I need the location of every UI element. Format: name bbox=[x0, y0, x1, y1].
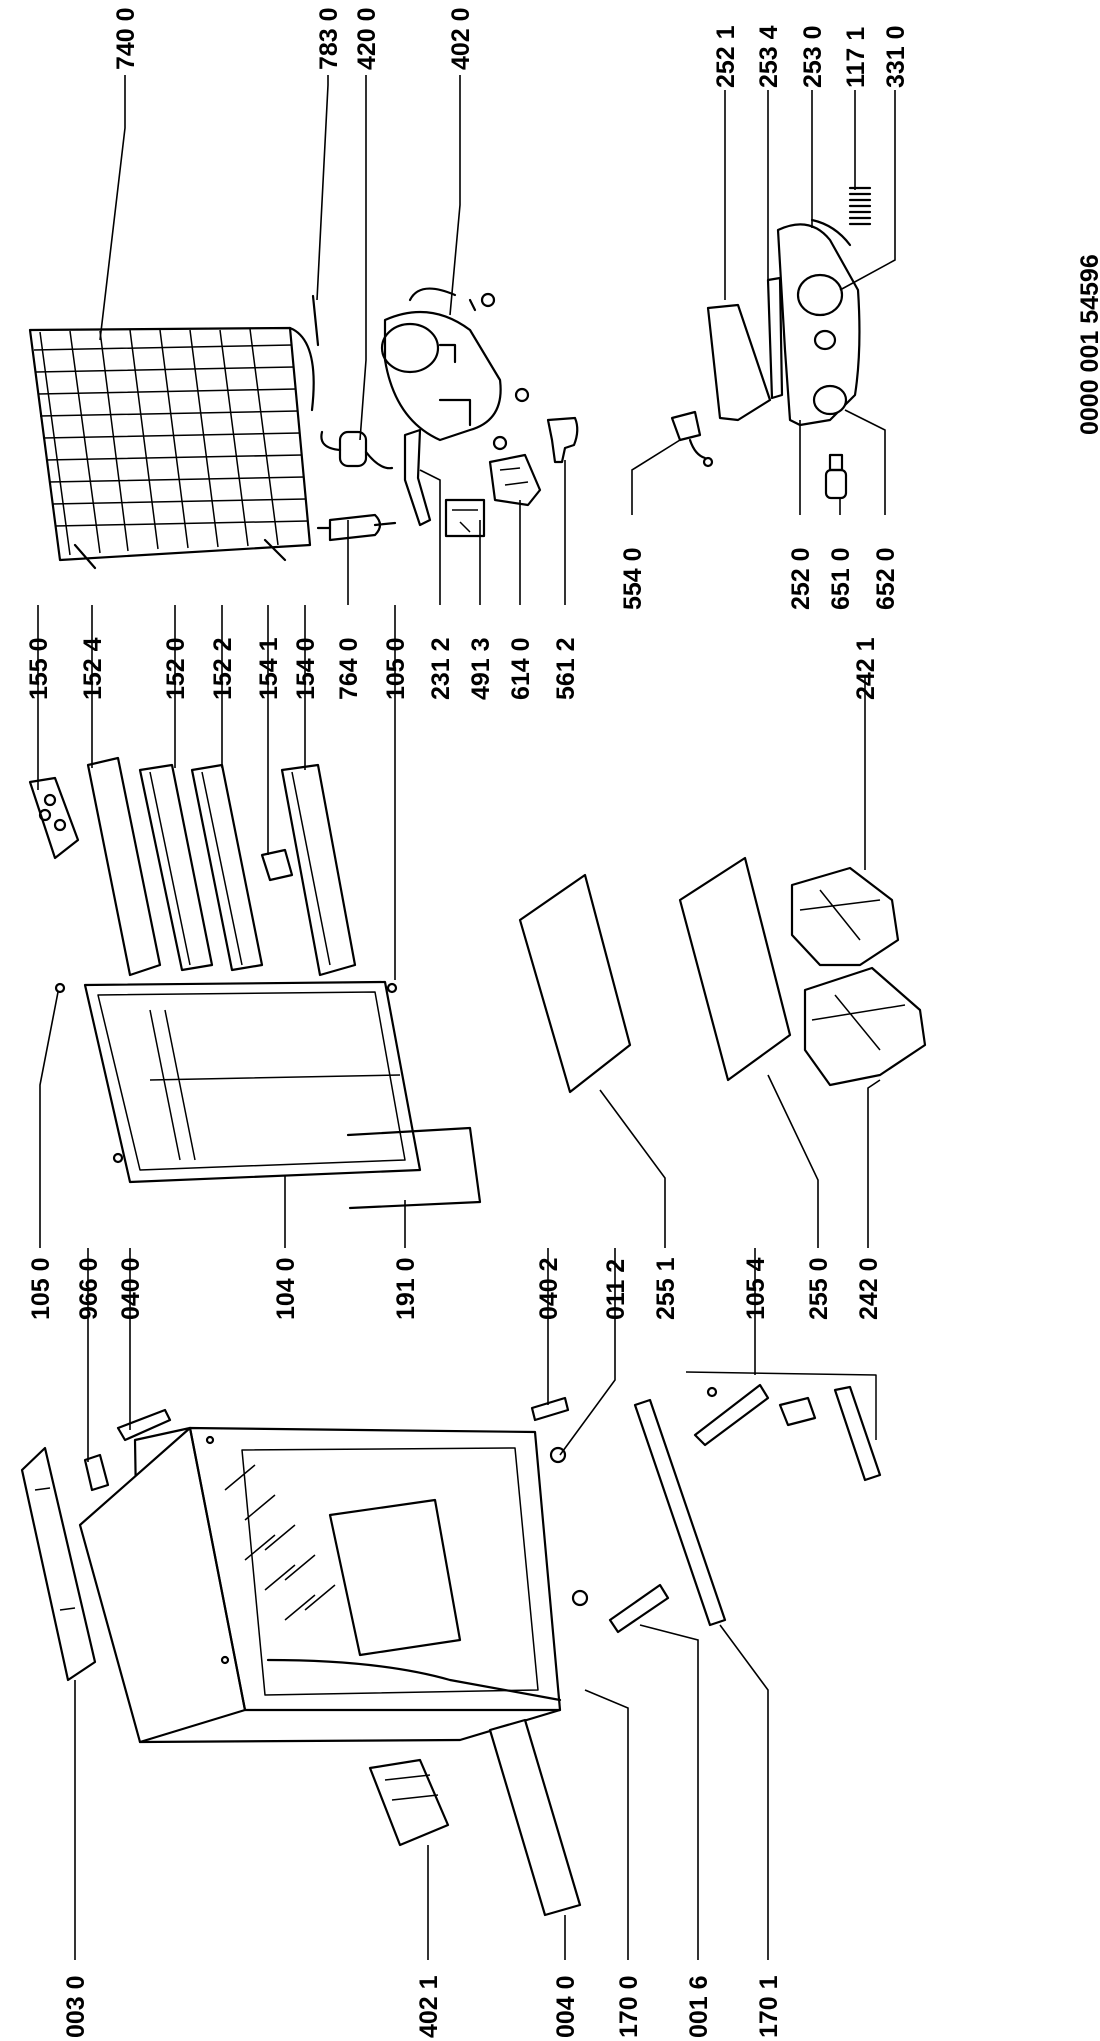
spring-drawing bbox=[848, 186, 872, 226]
label-783-0: 783 0 bbox=[315, 7, 343, 70]
label-105-0-mid: 105 0 bbox=[27, 1257, 55, 1320]
label-764-0: 764 0 bbox=[335, 637, 363, 700]
label-252-1: 252 1 bbox=[712, 25, 740, 88]
socket-ring-drawing bbox=[812, 384, 848, 416]
glass-shelf-lower-drawing bbox=[678, 856, 792, 1082]
label-040-0: 040 0 bbox=[117, 1257, 145, 1320]
label-252-0: 252 0 bbox=[787, 547, 815, 610]
label-255-1: 255 1 bbox=[652, 1257, 680, 1320]
foot-lower-drawing bbox=[571, 1589, 589, 1607]
label-242-1: 242 1 bbox=[852, 637, 880, 700]
label-003-0: 003 0 bbox=[62, 1975, 90, 2038]
hinge-drawing bbox=[83, 1453, 110, 1492]
label-652-0: 652 0 bbox=[872, 547, 900, 610]
label-152-2: 152 2 bbox=[209, 637, 237, 700]
top-hinge-drawing bbox=[116, 1408, 172, 1442]
bracket-drawing bbox=[403, 428, 432, 527]
shelf-clip-drawing bbox=[260, 848, 294, 882]
thermostat-housing-drawing bbox=[776, 218, 861, 427]
label-561-2: 561 2 bbox=[552, 637, 580, 700]
hinge-plate-drawing bbox=[530, 1396, 570, 1422]
document-id: 0000 001 54596 bbox=[1076, 254, 1100, 435]
label-651-0: 651 0 bbox=[827, 547, 855, 610]
door-seal-drawing bbox=[346, 1126, 482, 1210]
gasket-drawing bbox=[266, 1658, 562, 1702]
egg-tray-drawing bbox=[28, 776, 80, 860]
label-614-0: 614 0 bbox=[507, 637, 535, 700]
strip-drawing bbox=[766, 276, 784, 400]
bottom-rail-drawing bbox=[488, 1718, 582, 1917]
label-402-1: 402 1 bbox=[415, 1975, 443, 2038]
trim-strip-drawing bbox=[633, 1398, 727, 1627]
label-554-0: 554 0 bbox=[619, 547, 647, 610]
door-drawing bbox=[83, 980, 422, 1184]
label-104-0: 104 0 bbox=[272, 1257, 300, 1320]
label-402-0: 402 0 bbox=[447, 7, 475, 70]
label-154-0: 154 0 bbox=[292, 637, 320, 700]
switch-drawing bbox=[670, 410, 714, 468]
label-105-0-top: 105 0 bbox=[382, 637, 410, 700]
cover-plate-drawing bbox=[706, 303, 772, 422]
label-740-0: 740 0 bbox=[112, 7, 140, 70]
label-491-3: 491 3 bbox=[467, 637, 495, 700]
cabinet-drawing bbox=[78, 1426, 562, 1744]
label-191-0: 191 0 bbox=[392, 1257, 420, 1320]
label-011-2: 011 2 bbox=[602, 1259, 630, 1320]
label-170-1: 170 1 bbox=[755, 1975, 783, 2038]
label-040-2: 040 2 bbox=[535, 1257, 563, 1320]
hardware-kit-drawing bbox=[685, 1371, 882, 1482]
leader-lines bbox=[37, 75, 896, 1960]
label-253-0: 253 0 bbox=[799, 25, 827, 88]
pipe-rod-drawing bbox=[311, 294, 320, 347]
condenser-coil-drawing bbox=[28, 326, 315, 570]
glass-shelf-upper-drawing bbox=[518, 873, 632, 1094]
label-001-6: 001 6 bbox=[685, 1975, 713, 2038]
compressor-drawing bbox=[380, 287, 530, 451]
label-105-4: 105 4 bbox=[742, 1257, 770, 1320]
label-004-0: 004 0 bbox=[552, 1975, 580, 2038]
lamp-drawing bbox=[824, 453, 848, 500]
lower-hinge-drawing bbox=[608, 1583, 670, 1634]
label-255-0: 255 0 bbox=[805, 1257, 833, 1320]
label-154-1: 154 1 bbox=[255, 637, 283, 700]
label-242-0: 242 0 bbox=[855, 1257, 883, 1320]
relay-drawing bbox=[488, 453, 542, 507]
crisper-upper-drawing bbox=[790, 866, 900, 967]
dryer-drawing bbox=[316, 513, 397, 542]
door-screws-drawing bbox=[54, 982, 398, 1164]
relay-box-drawing bbox=[444, 498, 486, 538]
label-420-0: 420 0 bbox=[353, 7, 381, 70]
label-170-0: 170 0 bbox=[615, 1975, 643, 2038]
foot-drawing bbox=[549, 1446, 567, 1464]
door-shelves-drawing bbox=[86, 756, 357, 977]
drip-tray-drawing bbox=[368, 1758, 450, 1847]
label-253-4: 253 4 bbox=[755, 25, 783, 88]
label-966-0: 966 0 bbox=[75, 1257, 103, 1320]
label-152-0: 152 0 bbox=[162, 637, 190, 700]
label-331-0: 331 0 bbox=[882, 25, 910, 88]
label-155-0: 155 0 bbox=[25, 637, 53, 700]
capacitor-drawing bbox=[320, 430, 394, 470]
label-152-4: 152 4 bbox=[79, 637, 107, 700]
label-117-1: 117 1 bbox=[842, 27, 870, 88]
label-231-2: 231 2 bbox=[427, 637, 455, 700]
crisper-lower-drawing bbox=[803, 966, 927, 1087]
clip-drawing bbox=[546, 416, 579, 464]
top-panel-drawing bbox=[20, 1446, 97, 1682]
